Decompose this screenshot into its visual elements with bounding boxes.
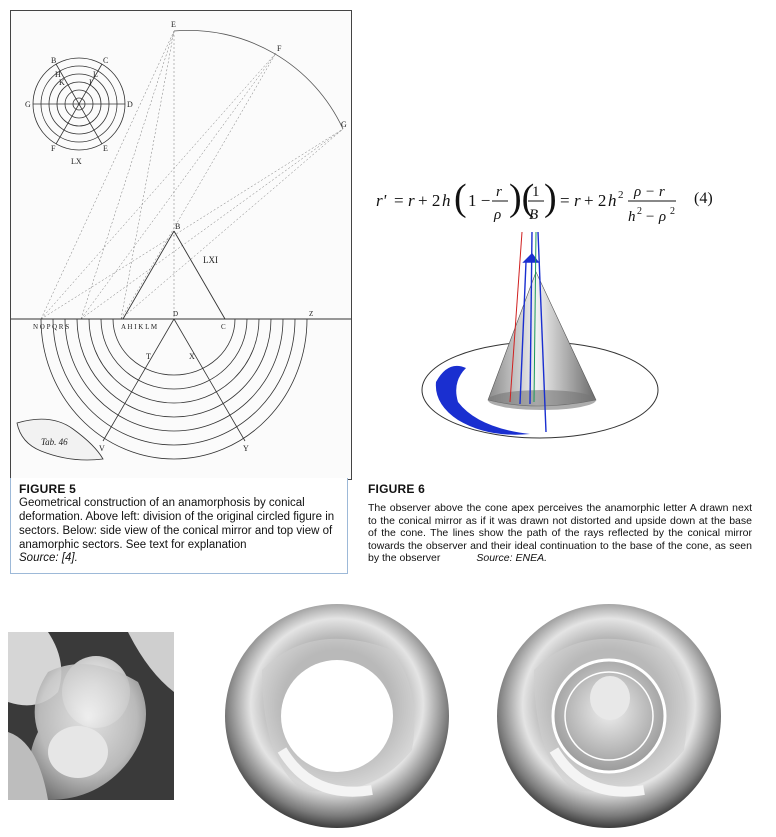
svg-text:B: B xyxy=(529,207,538,223)
svg-text:r: r xyxy=(574,191,581,210)
svg-text:h: h xyxy=(442,191,451,210)
svg-text:+ 2: + 2 xyxy=(418,191,440,210)
plate-label: V xyxy=(99,444,105,453)
plate-label: Y xyxy=(243,444,249,453)
svg-text:=: = xyxy=(560,191,570,210)
sculpture-photo xyxy=(8,632,174,800)
svg-text:− ρ: − ρ xyxy=(645,209,666,225)
plate-label: I xyxy=(89,78,92,87)
ray-lines-blue xyxy=(519,231,547,433)
plate-caption-lx: LX xyxy=(71,157,82,166)
figure-5-caption: FIGURE 5 Geometrical construction of an … xyxy=(10,478,348,574)
figure-5-plate: B C G D F E H K L I LX E xyxy=(10,10,352,480)
plate-label: D xyxy=(127,100,133,109)
ray-line-green xyxy=(533,231,537,403)
plate-label: F xyxy=(51,144,56,153)
figure-5-body: Geometrical construction of an anamorpho… xyxy=(19,497,335,551)
plate-caption-lxi: LXI xyxy=(203,255,218,265)
mirror-graphic-1 xyxy=(225,604,449,828)
plate-label: G xyxy=(25,100,31,109)
tab-scroll: Tab. 46 xyxy=(16,418,104,461)
equation: r' = r + 2 h ( 1 − r ρ )( 1 B ) = r + 2 … xyxy=(372,176,752,232)
svg-text:r: r xyxy=(408,191,415,210)
cone-side-view xyxy=(122,230,226,320)
anamorphic-sectors xyxy=(40,318,308,460)
plate-label: Z xyxy=(309,310,313,318)
plate-label: X xyxy=(189,352,195,361)
svg-text:ρ − r: ρ − r xyxy=(633,184,665,200)
plate-label-apex: B xyxy=(175,222,180,231)
svg-text:1 −: 1 − xyxy=(468,191,490,210)
figure-6-caption: FIGURE 6 The observer above the cone ape… xyxy=(368,482,752,565)
plate-label: C xyxy=(103,56,108,65)
plate-label-baseline-left: N O P Q R S xyxy=(33,323,69,331)
svg-text:+ 2: + 2 xyxy=(584,191,606,210)
svg-text:h: h xyxy=(608,191,617,210)
sculpture-image xyxy=(8,632,174,800)
equation-number: (4) xyxy=(694,190,713,207)
plate-label: H xyxy=(55,70,61,79)
plate-label: E xyxy=(103,144,108,153)
svg-text:ρ: ρ xyxy=(493,207,501,223)
plate-label: B xyxy=(51,56,56,65)
anamorphic-mirror-image-1 xyxy=(222,600,452,832)
plate-label-baseline-mid: A H I K L M xyxy=(121,323,158,331)
equation-graphic: r' = r + 2 h ( 1 − r ρ )( 1 B ) = r + 2 … xyxy=(376,177,676,225)
ray-line-red xyxy=(509,231,523,403)
plate-label: L xyxy=(93,70,98,79)
plate-label: C xyxy=(221,323,226,331)
plate-label: F xyxy=(277,44,282,53)
svg-text:=: = xyxy=(394,191,404,210)
svg-text:)(: )( xyxy=(509,177,534,219)
conical-mirror-graphic xyxy=(421,231,659,439)
svg-text:1: 1 xyxy=(532,184,540,200)
svg-text:h: h xyxy=(628,209,636,225)
mirror-graphic-2 xyxy=(497,604,721,828)
svg-text:r': r' xyxy=(376,191,387,210)
svg-text:2: 2 xyxy=(670,206,675,217)
anamorphic-mirror-image-2 xyxy=(494,600,724,832)
svg-text:r: r xyxy=(496,184,502,200)
plate-label: K xyxy=(59,78,65,87)
svg-text:): ) xyxy=(544,177,557,219)
svg-text:2: 2 xyxy=(637,206,642,217)
figure-5-source: Source: [4]. xyxy=(19,552,78,564)
anamorphosis-construction-drawing: B C G D F E H K L I LX E xyxy=(11,20,351,461)
anamorphic-letter-a xyxy=(435,365,530,435)
scroll-label: Tab. 46 xyxy=(41,437,68,447)
figure-6-body-text: The observer above the cone apex perceiv… xyxy=(368,502,752,564)
figure-6-heading: FIGURE 6 xyxy=(368,482,425,496)
figure-6-body: The observer above the cone apex perceiv… xyxy=(368,502,752,565)
plate-label: D xyxy=(173,310,178,318)
figure-6-source: Source: ENEA. xyxy=(476,552,547,564)
original-circle-diagram xyxy=(32,57,126,151)
plate-label: G xyxy=(341,120,347,129)
plate-label: T xyxy=(146,352,151,361)
svg-text:2: 2 xyxy=(618,189,624,201)
figure-5-heading: FIGURE 5 xyxy=(19,482,76,496)
ray-lines xyxy=(40,30,344,320)
plate-label: E xyxy=(171,20,176,29)
svg-text:(: ( xyxy=(454,177,467,219)
figure-6-cone-diagram xyxy=(418,231,668,442)
